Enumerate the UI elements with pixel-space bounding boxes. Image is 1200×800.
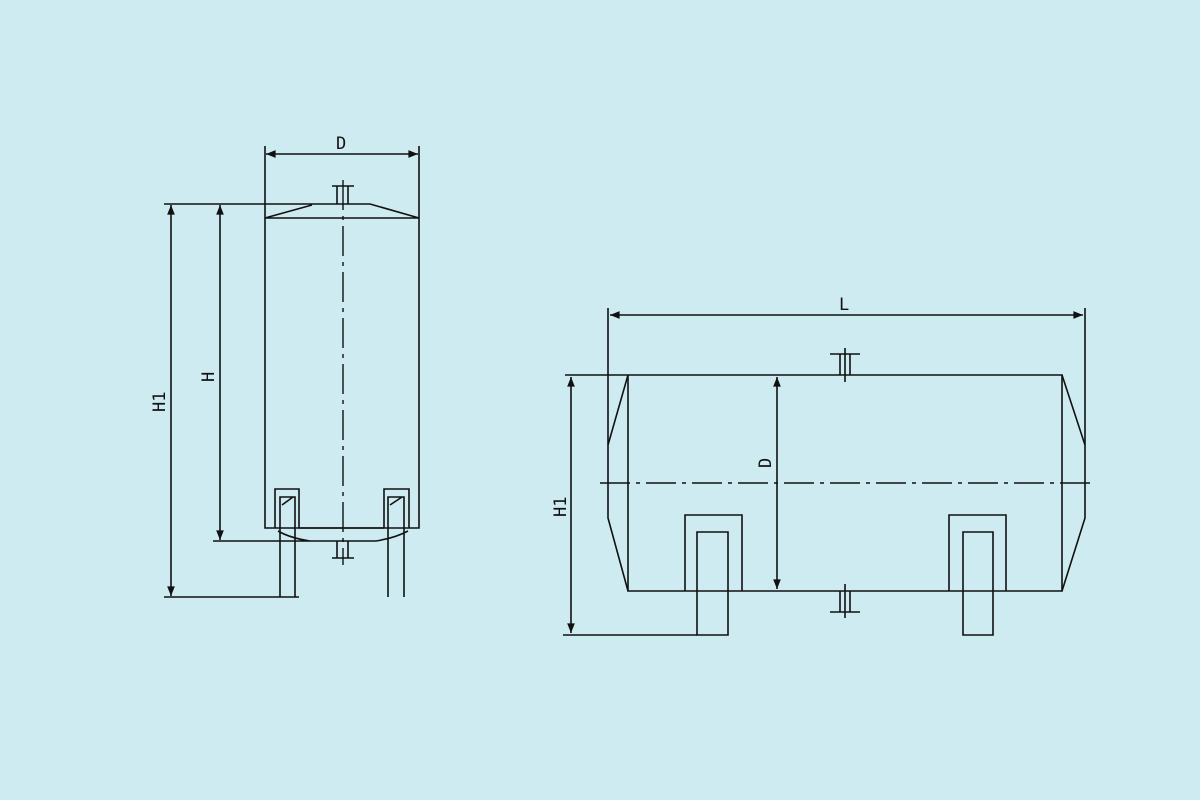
bottom-nozzle xyxy=(830,584,860,618)
vertical-vessel: D H H1 xyxy=(150,134,420,598)
right-head xyxy=(1061,374,1086,592)
l-label: L xyxy=(839,295,849,315)
horizontal-vessel: L D H1 xyxy=(551,295,1092,636)
left-saddle xyxy=(684,514,743,636)
bottom-head xyxy=(213,527,409,542)
h1-label: H1 xyxy=(551,497,571,517)
right-saddle xyxy=(948,514,1007,636)
right-leg xyxy=(383,488,410,597)
bottom-nozzle xyxy=(332,541,354,559)
left-leg xyxy=(274,488,300,597)
left-head xyxy=(607,374,629,592)
h-label: H xyxy=(199,372,219,382)
length-extension-lines xyxy=(607,308,1086,445)
d-label: D xyxy=(336,134,346,154)
top-nozzle xyxy=(830,348,860,382)
h1-label: H1 xyxy=(150,392,170,412)
top-head xyxy=(164,203,420,219)
d-label: D xyxy=(756,458,776,468)
